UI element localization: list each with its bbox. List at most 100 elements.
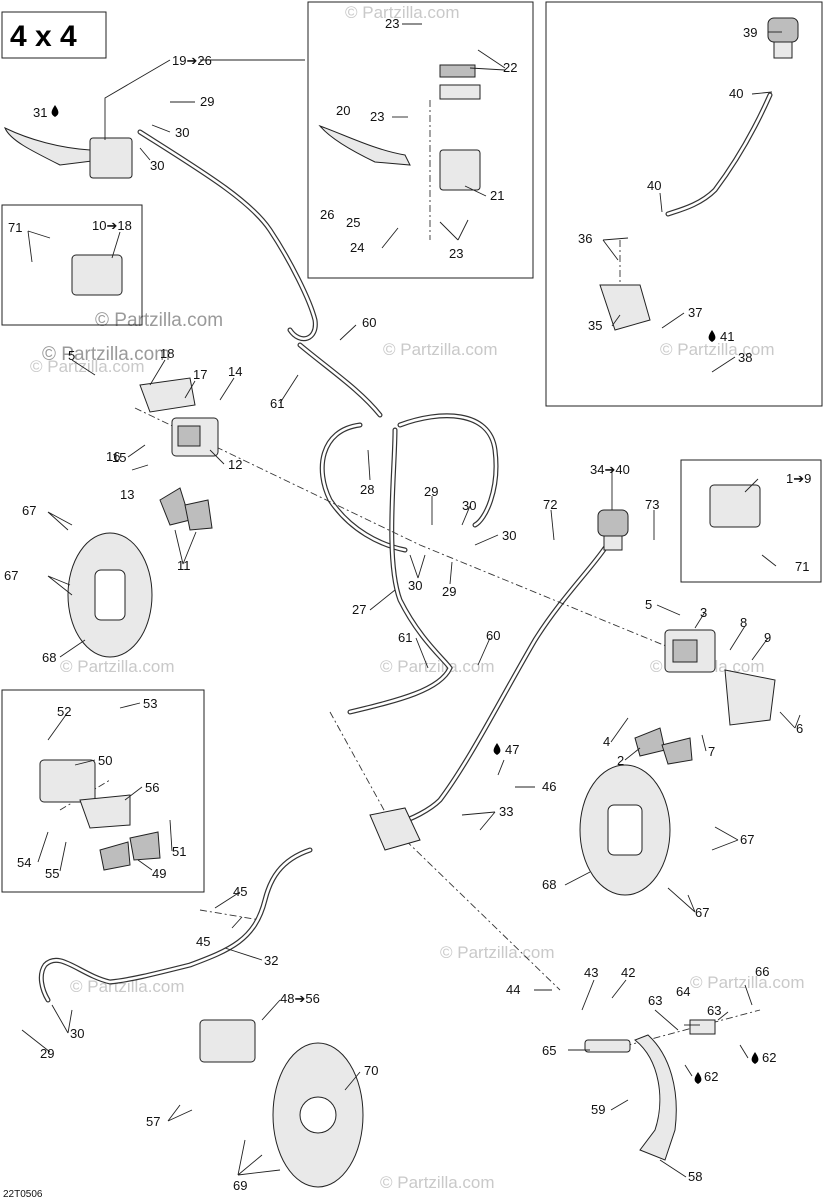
callout-24: 24 [350,240,364,255]
callout-40: 40 [647,178,661,193]
callout-60: 60 [362,315,376,330]
watermark: © Partzilla.com [380,1173,495,1192]
callout-11: 11 [177,558,191,573]
callout-67: 67 [740,832,754,847]
watermark: © Partzilla.com [440,943,555,962]
callout-30: 30 [150,158,164,173]
fluid-drop-icon [51,105,59,117]
callout-55: 55 [45,866,59,881]
callout-43: 43 [584,965,598,980]
page-title: 4 x 4 [10,20,77,53]
callout-65: 65 [542,1043,556,1058]
watermark: © Partzilla.com [60,657,175,676]
brake-hoses [38,92,773,1003]
caliper-front-right [664,629,776,726]
callout-31: 31 [33,105,47,120]
callout-15: 15 [112,450,126,465]
callout-42: 42 [621,965,635,980]
handlebar-master-cylinder [4,64,481,191]
callout-10-18: 10➔18 [92,218,132,233]
callout-67: 67 [695,905,709,920]
callout-62: 62 [704,1069,718,1084]
callout-73: 73 [645,497,659,512]
caliper-inset-right [709,484,761,528]
brake-disc-front-left [67,532,153,658]
callout-23: 23 [449,246,463,261]
callout-23: 23 [385,16,399,31]
watermark: © Partzilla.com [383,340,498,359]
callout-29: 29 [442,584,456,599]
callout-5: 5 [68,348,75,363]
brake-disc-front-right [579,764,671,896]
fluid-drop-icon [694,1072,702,1084]
watermark: © Partzilla.com [70,977,185,996]
callout-3: 3 [700,605,707,620]
callout-1-9: 1➔9 [786,471,811,486]
callout-35: 35 [588,318,602,333]
fluid-drop-icon [708,330,716,342]
callout-29: 29 [424,484,438,499]
callout-70: 70 [364,1063,378,1078]
callout-63: 63 [648,993,662,1008]
callout-51: 51 [172,844,186,859]
callout-21: 21 [490,188,504,203]
watermark: © Partzilla.com [660,340,775,359]
fluid-drop-icon [493,743,501,755]
reservoirs [597,17,799,551]
callout-30: 30 [70,1026,84,1041]
callout-50: 50 [98,753,112,768]
callout-12: 12 [228,457,242,472]
callout-62: 62 [762,1050,776,1065]
caliper-front-left [139,377,219,457]
callout-37: 37 [688,305,702,320]
callout-29: 29 [40,1046,54,1061]
callout-44: 44 [506,982,520,997]
callout-69: 69 [233,1178,247,1193]
diagram-code: 22T0506 [3,1189,43,1200]
callout-54: 54 [17,855,31,870]
callout-45: 45 [233,884,247,899]
watermark-group: © Partzilla.com © Partzilla.com © Partzi… [30,3,805,1192]
caliper-rear [199,1019,256,1063]
callout-30: 30 [462,498,476,513]
watermark: © Partzilla.com [42,344,170,365]
callout-27: 27 [352,602,366,617]
watermark: © Partzilla.com [345,3,460,22]
callout-36: 36 [578,231,592,246]
callout-19-26: 19➔26 [172,53,212,68]
callout-30: 30 [175,125,189,140]
callout-39: 39 [743,25,757,40]
title-box [1,11,107,59]
callout-57: 57 [146,1114,160,1129]
callout-63: 63 [707,1003,721,1018]
fluid-drop-icons [51,105,759,1084]
callout-68: 68 [542,877,556,892]
callout-20: 20 [336,103,350,118]
callout-47: 47 [505,742,519,757]
callout-30: 30 [408,578,422,593]
watermark: © Partzilla.com [30,357,145,376]
rear-master-cylinder [369,284,651,851]
callout-46: 46 [542,779,556,794]
callout-58: 58 [688,1169,702,1184]
callout-49: 49 [152,866,166,881]
callout-7: 7 [708,744,715,759]
callout-2: 2 [617,753,624,768]
brake-pedal [584,1019,716,1161]
callout-71: 71 [8,220,22,235]
caliper-rear-inset [39,759,131,829]
callout-41: 41 [720,329,734,344]
callout-45: 45 [196,934,210,949]
callout-40: 40 [729,86,743,101]
callout-72: 72 [543,497,557,512]
callout-71: 71 [795,559,809,574]
callout-48-56: 48➔56 [280,991,320,1006]
callout-28: 28 [360,482,374,497]
callout-68: 68 [42,650,56,665]
callout-61: 61 [270,396,284,411]
callout-33: 33 [499,804,513,819]
callout-13: 13 [120,487,134,502]
brake-pads [99,487,693,871]
inset-rear-caliper [1,689,205,893]
